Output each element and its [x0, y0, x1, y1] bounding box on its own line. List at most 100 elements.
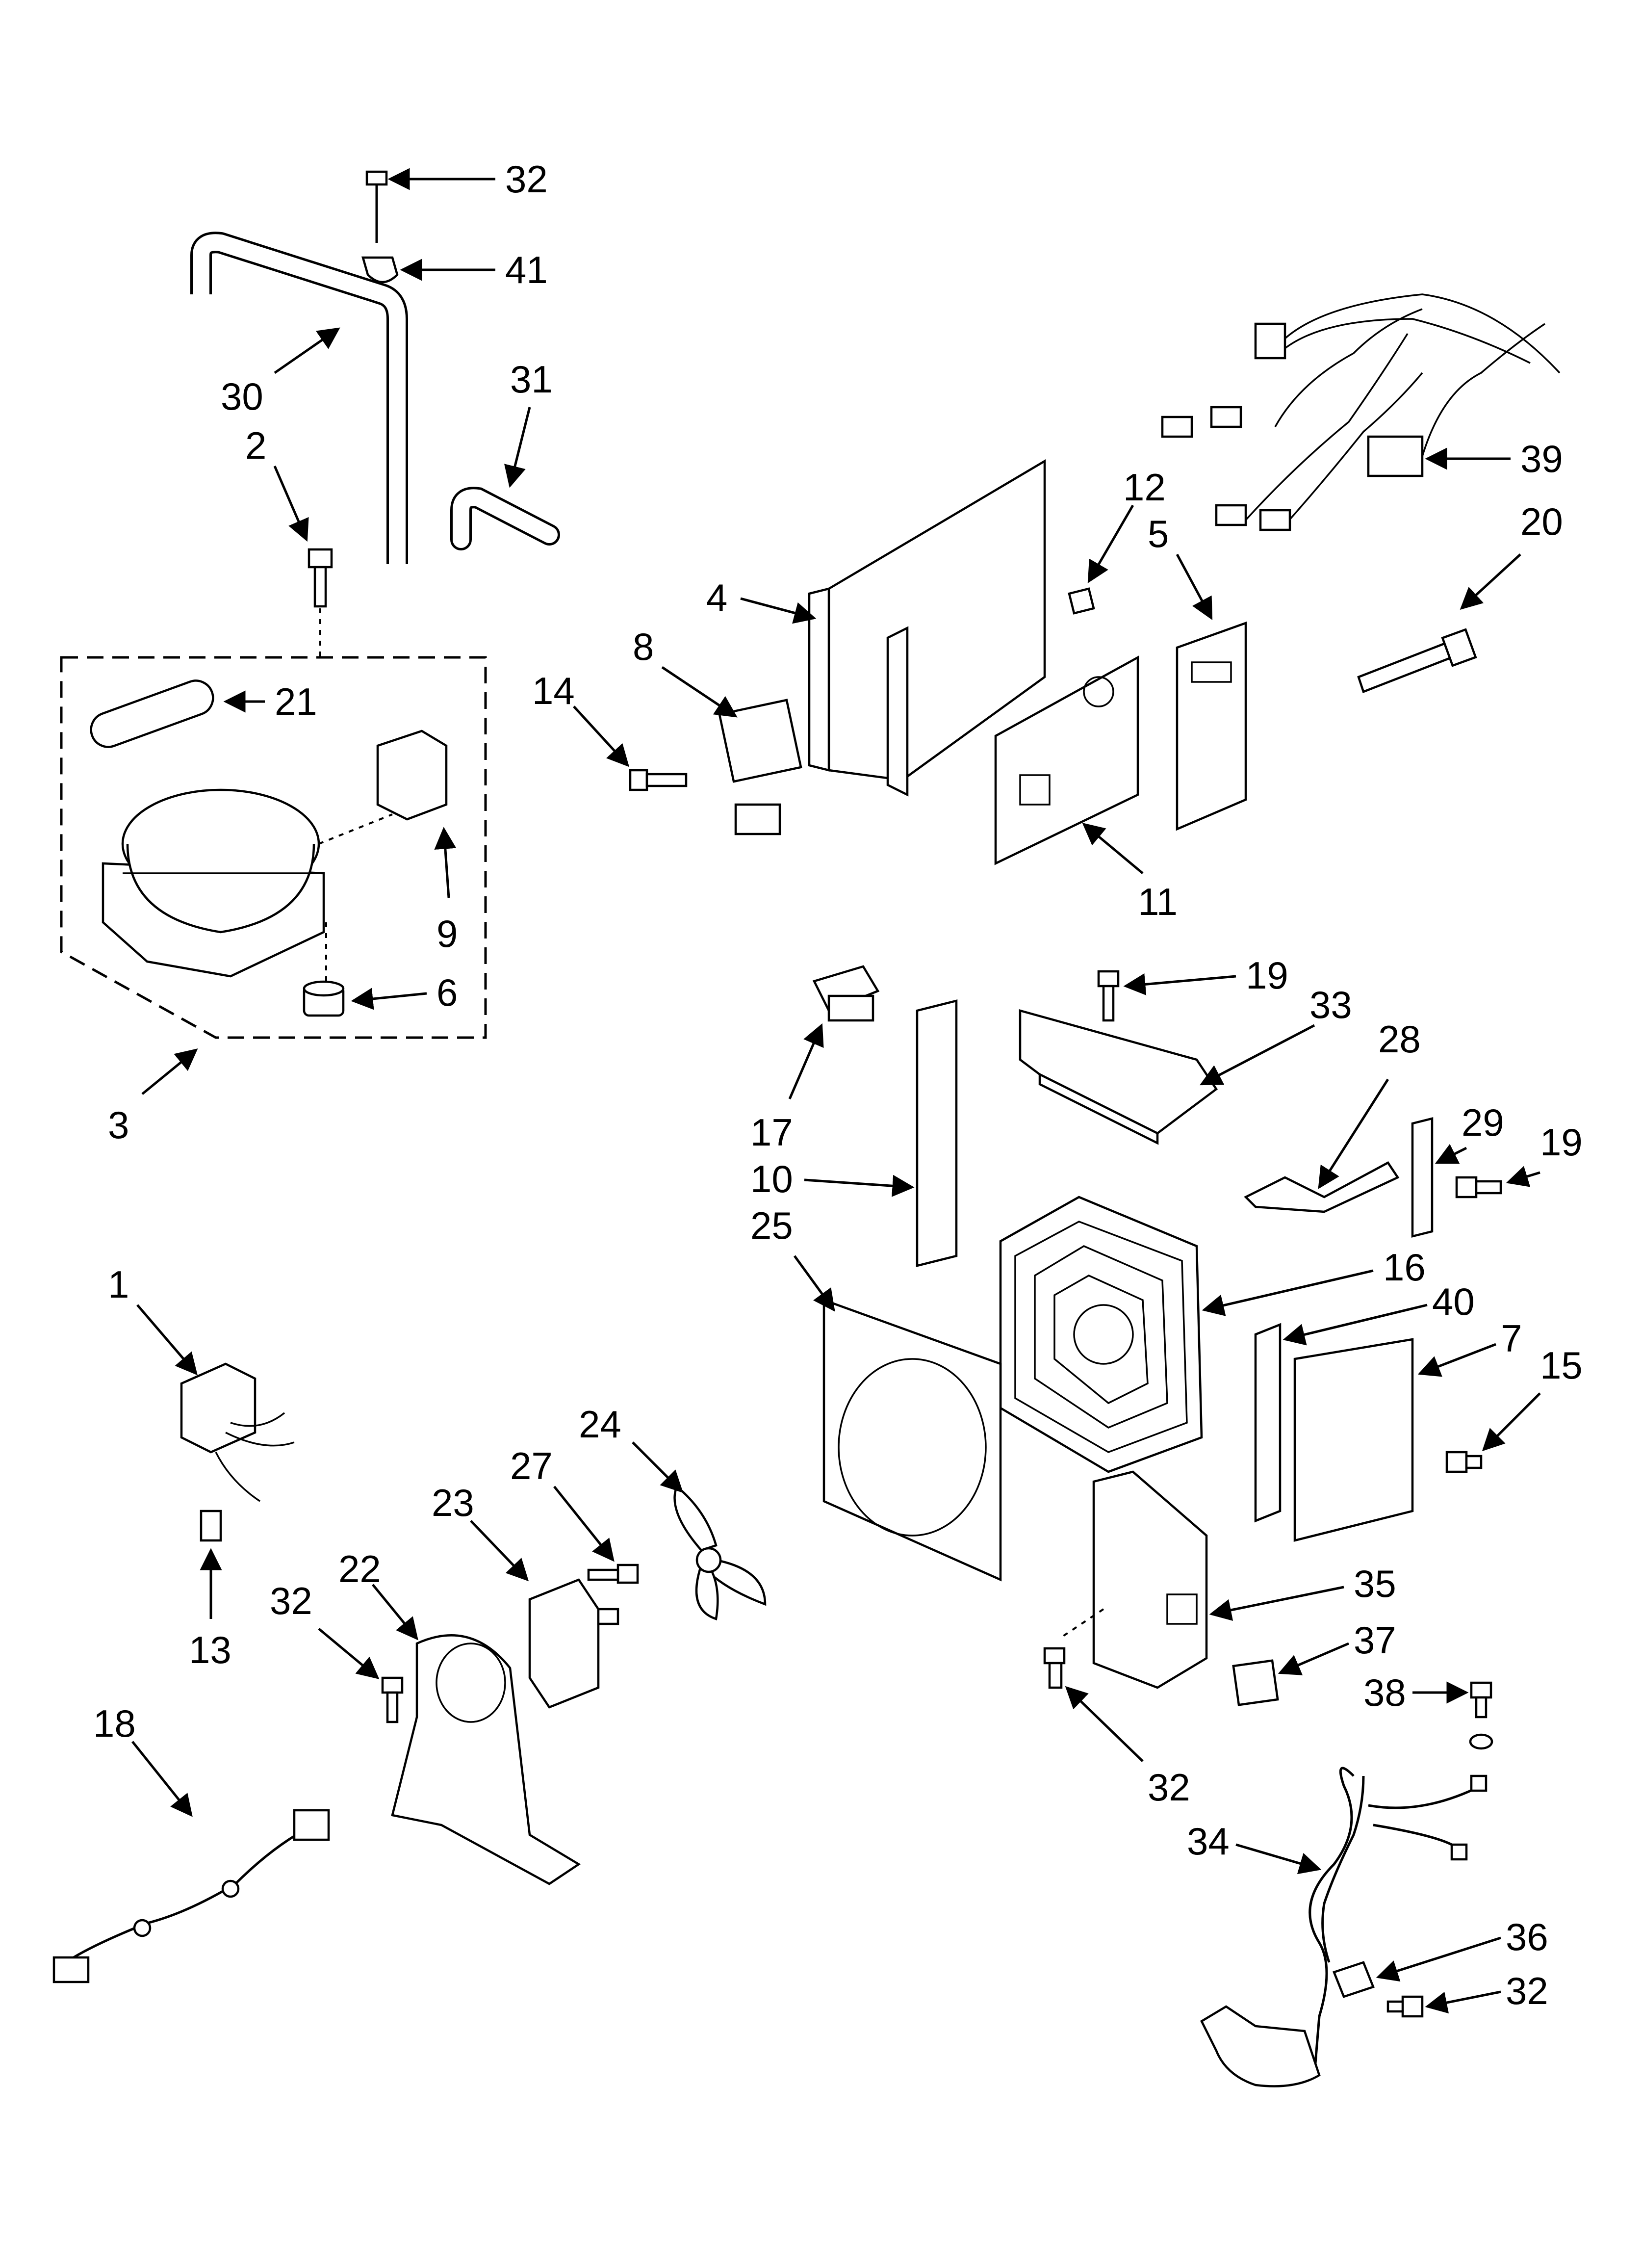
bracket-35 [1092, 1470, 1208, 1689]
tube-31 [450, 487, 560, 550]
svg-text:8: 8 [633, 625, 654, 668]
control-board-11 [994, 655, 1139, 865]
callout-32-top: 32 [387, 157, 548, 201]
svg-text:38: 38 [1363, 1671, 1406, 1714]
screw-27 [587, 1564, 639, 1584]
svg-text:13: 13 [189, 1628, 231, 1671]
clip-17 [812, 965, 880, 1022]
callout-1: 1 [108, 1263, 198, 1376]
svg-text:29: 29 [1462, 1101, 1504, 1144]
svg-text:3: 3 [108, 1103, 129, 1147]
discharge-tube-30 [190, 232, 408, 564]
callout-19-right: 19 [1506, 1121, 1583, 1187]
svg-text:32: 32 [270, 1579, 312, 1622]
screw-15 [1445, 1451, 1483, 1473]
svg-text:20: 20 [1520, 500, 1563, 543]
svg-text:1: 1 [108, 1263, 129, 1306]
svg-text:21: 21 [275, 680, 317, 723]
svg-text:23: 23 [432, 1481, 474, 1524]
svg-text:4: 4 [706, 576, 727, 619]
callout-28: 28 [1318, 1017, 1421, 1189]
callout-32-bottom-right: 32 [1425, 1969, 1548, 2014]
callout-4: 4 [706, 576, 817, 624]
fan-shroud-25 [822, 1298, 1002, 1582]
callout-15: 15 [1482, 1344, 1583, 1452]
svg-text:6: 6 [436, 971, 458, 1014]
power-cord-34 [1200, 1767, 1488, 2087]
callout-10: 10 [750, 1157, 915, 1200]
clamp-41 [361, 256, 399, 284]
callout-35: 35 [1209, 1562, 1396, 1621]
svg-text:15: 15 [1540, 1344, 1583, 1387]
callout-9: 9 [434, 827, 458, 955]
svg-text:7: 7 [1501, 1317, 1522, 1360]
callout-12: 12 [1087, 466, 1166, 583]
fan-blade-24 [673, 1485, 767, 1620]
svg-text:37: 37 [1354, 1618, 1396, 1662]
control-board-5 [1176, 621, 1247, 831]
callout-21: 21 [223, 680, 317, 723]
callout-17: 17 [750, 1023, 824, 1154]
svg-text:25: 25 [750, 1204, 793, 1247]
callout-33: 33 [1200, 983, 1352, 1086]
svg-text:33: 33 [1309, 983, 1352, 1026]
callout-39: 39 [1425, 437, 1563, 480]
callout-8: 8 [633, 625, 738, 718]
callout-27: 27 [510, 1444, 615, 1562]
svg-text:2: 2 [245, 424, 266, 467]
svg-text:30: 30 [221, 375, 263, 418]
callout-25: 25 [750, 1204, 835, 1312]
callout-5: 5 [1148, 512, 1213, 620]
callout-32-lower-mid: 32 [1065, 1686, 1190, 1809]
bracket-10 [916, 999, 958, 1267]
screw-32-bottom-right [1386, 1995, 1424, 2018]
screw-32-lower-mid [1043, 1647, 1066, 1689]
wire-harness-39 [1161, 293, 1561, 531]
svg-text:12: 12 [1123, 466, 1166, 509]
callout-22: 22 [338, 1547, 418, 1641]
connector-12 [1068, 587, 1095, 615]
svg-text:39: 39 [1520, 437, 1563, 480]
callout-19-top: 19 [1123, 954, 1288, 997]
fan-motor-23 [528, 1578, 619, 1709]
callout-16: 16 [1202, 1246, 1426, 1316]
clip-37 [1232, 1659, 1279, 1706]
svg-text:36: 36 [1506, 1915, 1548, 1958]
svg-text:24: 24 [579, 1403, 621, 1446]
callout-24: 24 [579, 1403, 684, 1493]
screw-19-right [1455, 1176, 1502, 1199]
svg-text:11: 11 [1138, 880, 1178, 923]
callout-20: 20 [1460, 500, 1563, 610]
screw-38 [1469, 1681, 1493, 1750]
svg-text:41: 41 [505, 248, 548, 291]
callout-38: 38 [1363, 1671, 1469, 1714]
svg-text:16: 16 [1383, 1246, 1426, 1289]
callout-32-left: 32 [270, 1579, 380, 1679]
callout-7: 7 [1417, 1317, 1522, 1377]
overload-21 [90, 679, 214, 748]
transformer-8 [718, 699, 802, 835]
svg-text:34: 34 [1187, 1820, 1230, 1863]
screw-19-top [1097, 970, 1120, 1022]
baffle-40 [1254, 1323, 1282, 1523]
callout-29: 29 [1435, 1101, 1504, 1164]
callout-14: 14 [532, 669, 630, 767]
fan-bracket-22 [391, 1634, 581, 1885]
callout-40: 40 [1283, 1280, 1475, 1346]
svg-text:32: 32 [505, 157, 548, 201]
screw-32-top [365, 170, 388, 243]
svg-text:17: 17 [750, 1111, 793, 1154]
bracket-13 [200, 1510, 222, 1542]
cable-tie-20 [1357, 628, 1477, 693]
svg-text:31: 31 [510, 358, 553, 401]
mounting-plate-4 [808, 459, 1046, 797]
callout-23: 23 [432, 1481, 529, 1582]
svg-text:19: 19 [1540, 1121, 1583, 1164]
capacitor-1 [180, 1362, 295, 1502]
svg-text:5: 5 [1148, 512, 1169, 555]
callout-36: 36 [1376, 1915, 1548, 1982]
shroud-33 [1019, 1009, 1218, 1145]
svg-text:27: 27 [510, 1444, 553, 1487]
callout-41: 41 [400, 248, 548, 291]
